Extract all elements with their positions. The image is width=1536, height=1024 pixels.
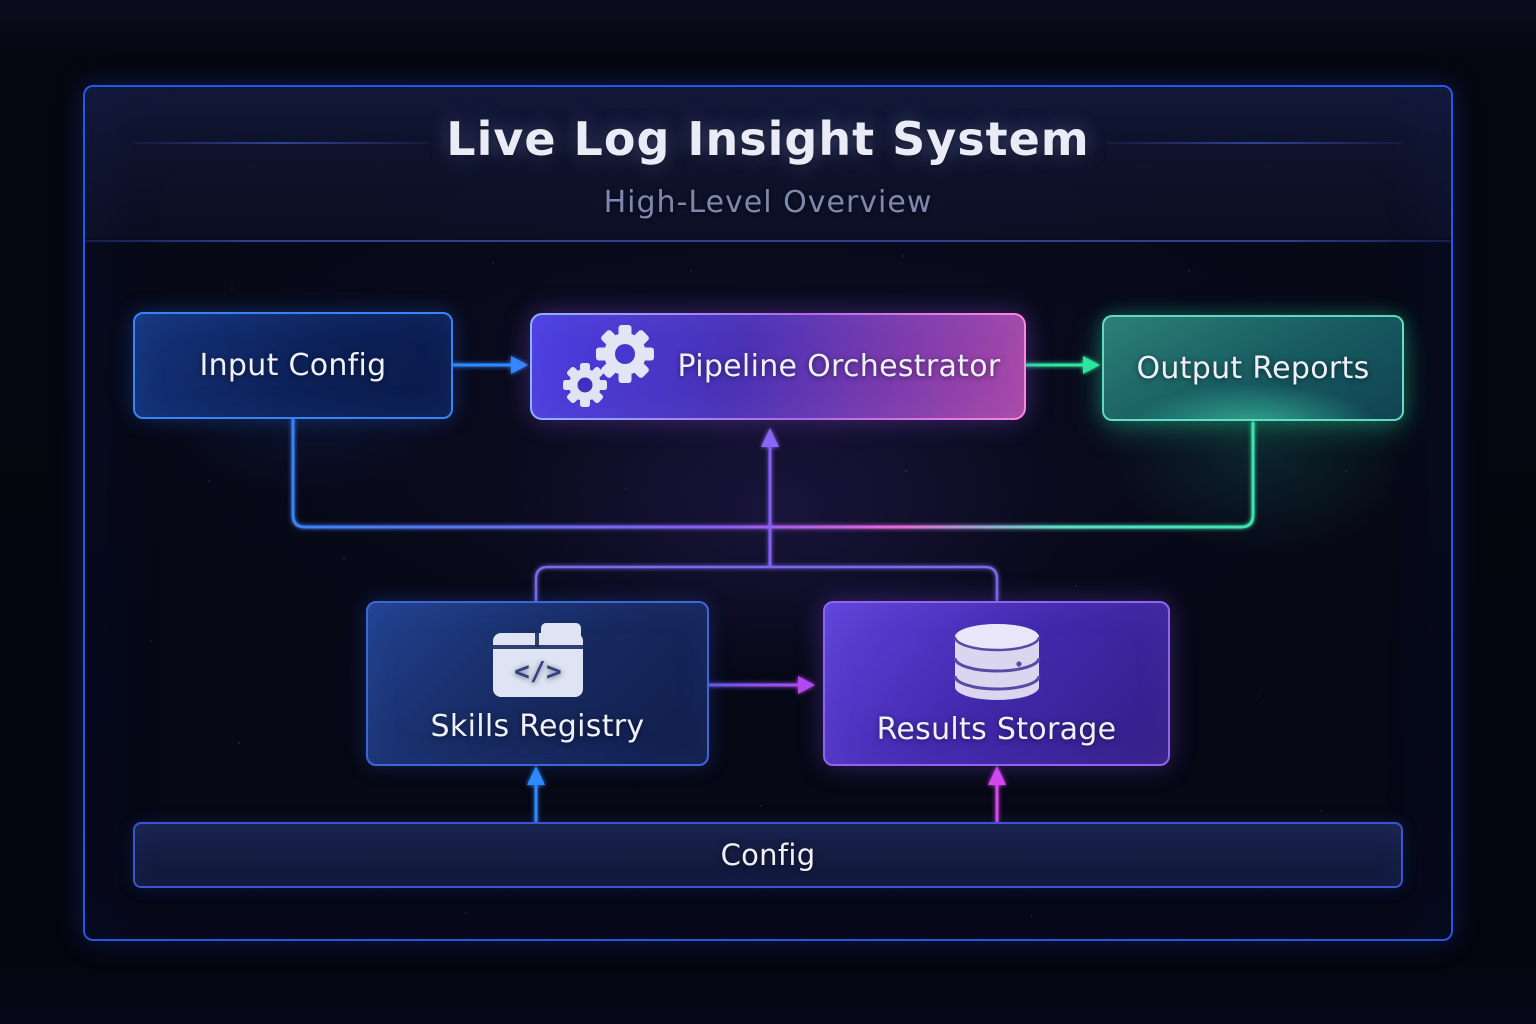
- diagram-subtitle: High-Level Overview: [603, 185, 933, 220]
- wire-skills-to-results: [707, 676, 815, 694]
- database-icon: [953, 624, 1040, 700]
- node-output-reports-label: Output Reports: [1136, 350, 1370, 386]
- title-dash-left: [133, 142, 429, 144]
- diagram-frame: [83, 85, 1453, 941]
- node-results-storage: Results Storage: [823, 601, 1170, 766]
- wire-pipeline-to-output: [1024, 356, 1100, 374]
- title-dash-right: [1107, 142, 1403, 144]
- wire-config-to-skills: [527, 766, 545, 824]
- diagram-title: Live Log Insight System: [446, 112, 1090, 166]
- header-divider: [85, 240, 1451, 242]
- wire-skills-results-bus: [534, 565, 999, 602]
- node-output-reports: Output Reports: [1102, 315, 1404, 421]
- node-input-config-label: Input Config: [199, 348, 387, 383]
- wire-config-to-results: [988, 766, 1006, 824]
- node-pipeline-orchestrator: Pipeline Orchestrator: [530, 313, 1026, 420]
- wire-input-to-pipeline: [451, 356, 528, 374]
- code-folder-icon: </>: [492, 623, 583, 697]
- code-glyph: </>: [514, 657, 562, 687]
- wire-bus-to-pipeline: [761, 428, 779, 569]
- node-results-storage-label: Results Storage: [876, 712, 1117, 747]
- node-input-config: Input Config: [133, 312, 453, 419]
- node-skills-registry-label: Skills Registry: [430, 709, 645, 744]
- node-skills-registry: </> Skills Registry: [366, 601, 709, 766]
- wire-input-output-feedback: [291, 417, 1255, 529]
- node-pipeline-orchestrator-label: Pipeline Orchestrator: [677, 349, 1001, 384]
- gears-icon: [563, 324, 655, 407]
- node-config-bar: Config: [133, 822, 1403, 888]
- node-config-bar-label: Config: [720, 838, 816, 872]
